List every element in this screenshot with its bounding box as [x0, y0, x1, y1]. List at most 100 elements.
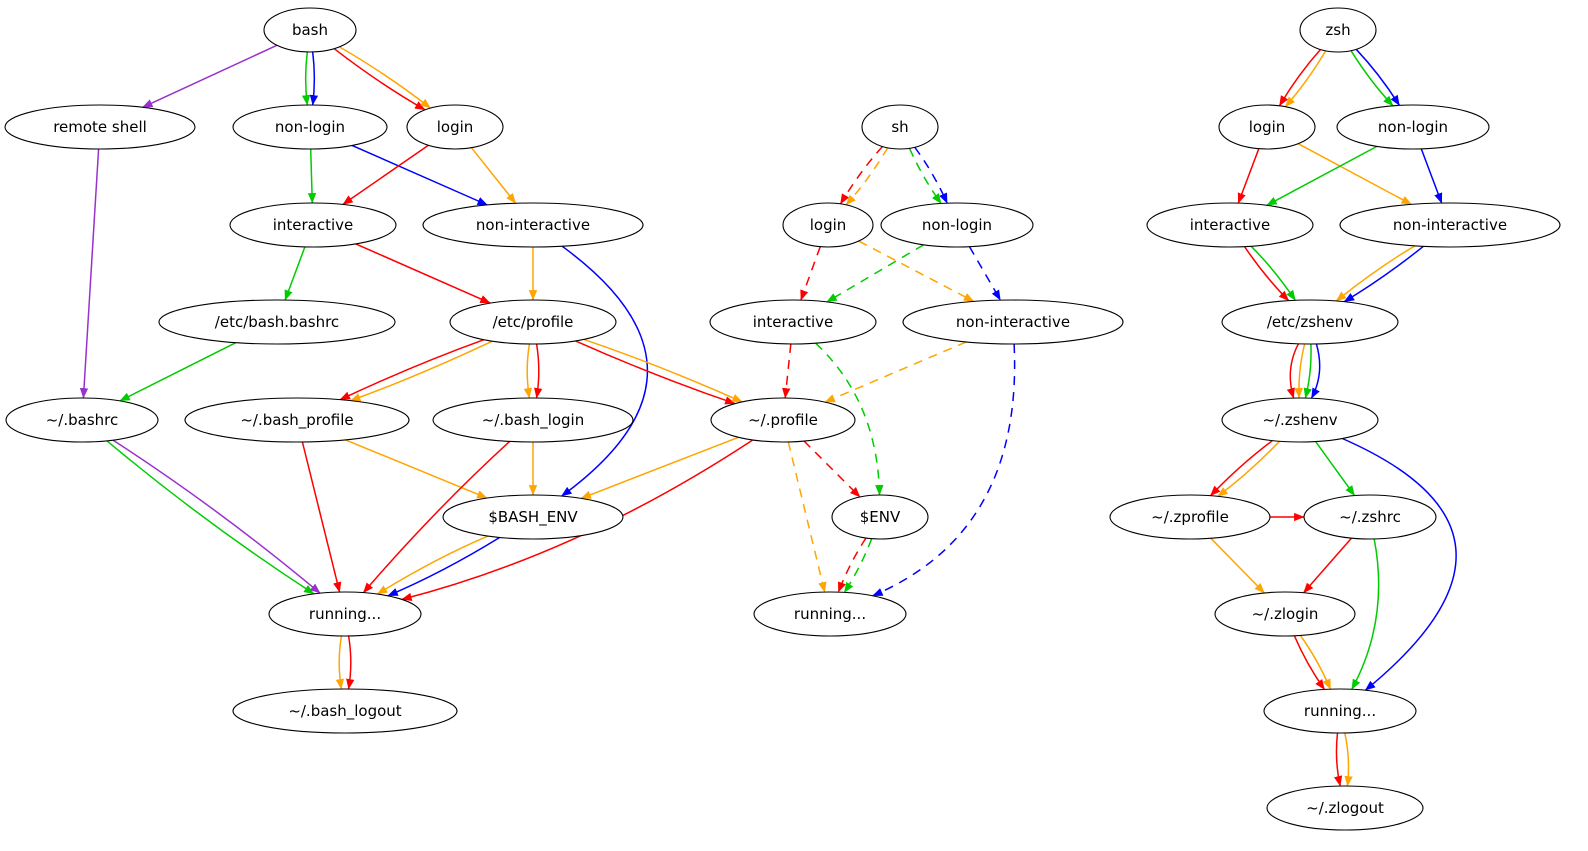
edge-sh-login-to-sh-non-interactive-orange [858, 240, 975, 303]
node-zshenv: ~/.zshenv [1221, 397, 1379, 443]
edge-sh-interactive-to-env-green [815, 342, 884, 496]
node-label-bash-env: $BASH_ENV [488, 508, 578, 527]
edge-zshrc-to-zsh-running-green [1351, 538, 1380, 690]
node-bash-logout: ~/.bash_logout [232, 688, 458, 734]
node-shape-bash-env [442, 494, 624, 540]
node-sh-non-interactive: non-interactive [902, 299, 1124, 345]
edge-bash-to-bash-non-login-green [301, 51, 311, 106]
edge-zsh-login-to-zsh-interactive-red [1237, 148, 1260, 204]
node-shape-bash-logout [232, 688, 458, 734]
edge-sh-non-login-to-sh-non-interactive-blue [968, 246, 1002, 301]
edge-bash-interactive-to-etc-profile-red [355, 243, 491, 304]
edge-sh-interactive-to-profile-red [782, 343, 792, 399]
edge-env-to-sh-running-green [843, 538, 873, 593]
node-label-env: $ENV [860, 508, 901, 526]
edge-sh-non-login-to-sh-interactive-green [826, 244, 924, 303]
node-label-zsh-non-login: non-login [1378, 118, 1448, 136]
edge-etc-profile-to-bash-login-file-orange [523, 343, 532, 399]
edge-etc-profile-to-profile-red [575, 340, 736, 405]
node-etc-profile: /etc/profile [449, 299, 617, 345]
node-env: $ENV [831, 494, 929, 540]
node-label-zshrc: ~/.zshrc [1339, 508, 1401, 526]
node-label-sh-non-login: non-login [922, 216, 992, 234]
node-label-zsh-login: login [1249, 118, 1286, 136]
edge-bash-profile-to-bash-running-red [301, 441, 342, 593]
node-shape-zsh-non-login [1336, 104, 1490, 150]
node-shape-sh-interactive [709, 299, 877, 345]
node-label-sh-interactive: interactive [753, 313, 834, 331]
node-label-bash-logout: ~/.bash_logout [288, 702, 401, 721]
nodes-layer: bash remote shell non-login login interactiv… [4, 7, 1561, 831]
edge-sh-non-interactive-to-sh-running-blue [872, 343, 1016, 597]
node-label-bash: bash [292, 21, 328, 39]
edge-zshenv-to-zsh-running-blue [1341, 437, 1457, 691]
edge-bash-to-bash-login-red [333, 48, 426, 111]
node-label-etc-bash-bashrc: /etc/bash.bashrc [215, 313, 339, 331]
edge-bash-env-to-bash-running-orange [376, 535, 489, 595]
node-label-profile: ~/.profile [748, 411, 818, 429]
node-bash: bash [263, 7, 357, 53]
edge-sh-to-sh-non-login-blue [914, 146, 948, 204]
node-label-zlogin: ~/.zlogin [1252, 605, 1319, 623]
node-bash-non-login: non-login [232, 104, 388, 150]
edge-zsh-interactive-to-etc-zshenv-green [1250, 245, 1296, 301]
edge-sh-non-interactive-to-profile-orange [824, 341, 967, 403]
edge-bash-login-file-to-bash-running-red [362, 440, 511, 594]
edge-zsh-interactive-to-etc-zshenv-red [1243, 246, 1290, 302]
node-label-zsh-running: running... [1304, 702, 1376, 720]
edge-zsh-to-zsh-non-login-blue [1355, 48, 1401, 106]
node-zprofile: ~/.zprofile [1109, 494, 1271, 540]
edge-profile-to-sh-running-orange [787, 441, 827, 593]
edge-bash-running-to-bash-logout-orange [335, 635, 344, 690]
node-remote-shell: remote shell [4, 104, 196, 150]
edge-zsh-non-login-to-zsh-interactive-green [1266, 145, 1378, 206]
node-sh: sh [861, 104, 939, 150]
node-label-bash-running: running... [309, 605, 381, 623]
edge-etc-profile-to-bash-login-file-red [534, 343, 543, 399]
node-zlogin: ~/.zlogin [1214, 591, 1356, 637]
edge-etc-profile-to-bash-profile-red [339, 338, 485, 401]
node-shape-bash-login [406, 104, 504, 150]
edge-zsh-running-to-zlogout-red [1334, 732, 1343, 787]
node-zsh-non-login: non-login [1336, 104, 1490, 150]
edge-bash-non-interactive-to-bash-env-blue [561, 245, 649, 497]
edge-sh-login-to-sh-interactive-red [800, 246, 821, 301]
node-zsh-running: running... [1263, 688, 1417, 734]
edge-profile-to-bash-running-red [401, 439, 754, 601]
node-label-zsh: zsh [1325, 21, 1350, 39]
node-label-bash-profile: ~/.bash_profile [240, 411, 353, 430]
edge-bash-env-to-bash-running-blue [387, 536, 501, 597]
edge-bash-running-to-bash-logout-red [346, 635, 355, 690]
edge-zsh-running-to-zlogout-orange [1344, 732, 1353, 787]
node-shape-bash-interactive [229, 202, 397, 248]
edges-layer [79, 44, 1457, 787]
node-shape-zlogin [1214, 591, 1356, 637]
edge-bash-non-login-to-bash-non-interactive-blue [351, 144, 488, 206]
node-sh-interactive: interactive [709, 299, 877, 345]
node-etc-bash-bashrc: /etc/bash.bashrc [158, 299, 396, 345]
edge-etc-zshenv-to-zshenv-green [1303, 343, 1312, 399]
node-zsh-login: login [1218, 104, 1316, 150]
node-shape-etc-zshenv [1221, 299, 1399, 345]
node-shape-bash-profile [184, 397, 410, 443]
node-shape-sh-login [782, 202, 874, 248]
node-bash-login: login [406, 104, 504, 150]
node-bash-running: running... [268, 591, 422, 637]
edge-etc-profile-to-profile-orange [583, 338, 743, 403]
node-shape-zprofile [1109, 494, 1271, 540]
node-etc-zshenv: /etc/zshenv [1221, 299, 1399, 345]
node-shape-zsh [1299, 7, 1377, 53]
node-zshrc: ~/.zshrc [1303, 494, 1437, 540]
node-zsh-non-interactive: non-interactive [1339, 202, 1561, 248]
node-shape-sh-running [753, 591, 907, 637]
edge-zsh-to-zsh-non-login-green [1350, 50, 1394, 107]
node-shape-profile [710, 397, 856, 443]
node-label-zshenv: ~/.zshenv [1262, 411, 1337, 429]
node-label-etc-profile: /etc/profile [493, 313, 574, 331]
node-bash-non-interactive: non-interactive [422, 202, 644, 248]
edge-bash-to-bash-login-orange [339, 46, 431, 109]
node-sh-running: running... [753, 591, 907, 637]
node-shape-remote-shell [4, 104, 196, 150]
edge-bash-to-bash-non-login-blue [309, 51, 319, 106]
